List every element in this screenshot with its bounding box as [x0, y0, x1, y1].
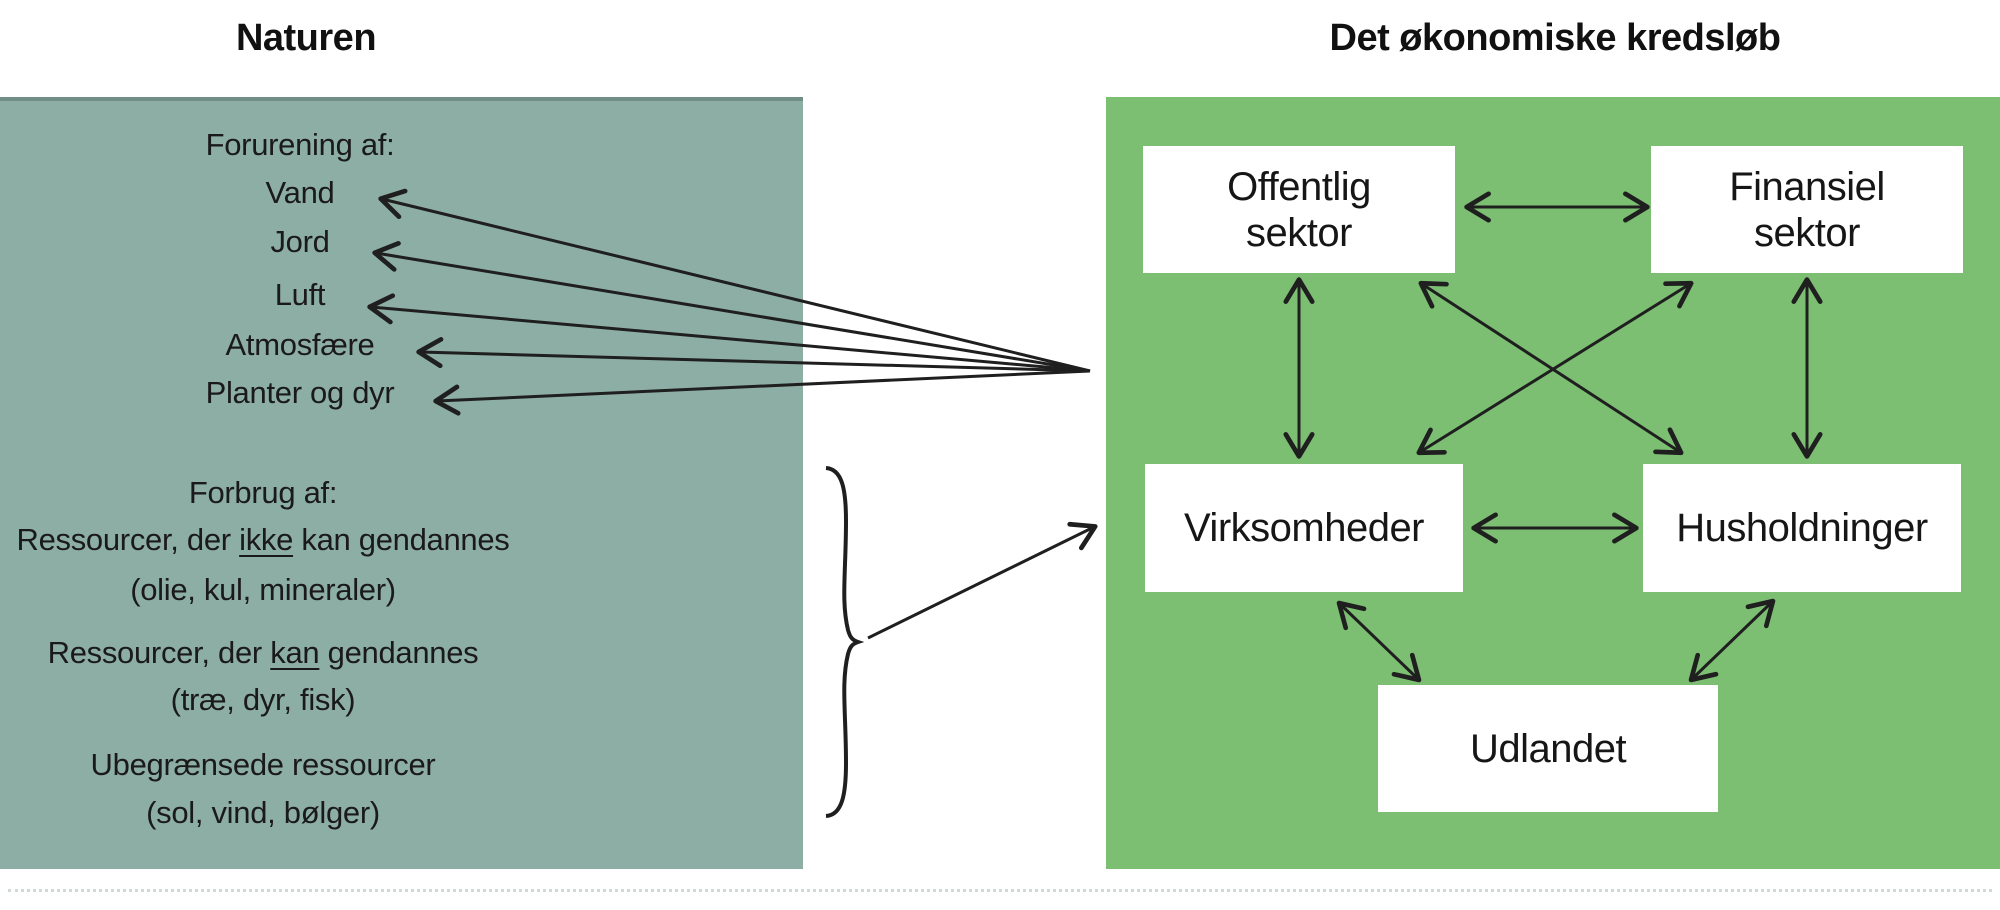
consumption-unlimited: Ubegrænsede ressourcer: [90, 747, 436, 782]
consumption-renewable: Ressourcer, der kan gendannes: [0, 629, 526, 677]
consumption-brace: [825, 466, 865, 818]
box-husholdninger: Husholdninger: [1643, 464, 1961, 592]
pollution-item-luft: Luft: [274, 277, 326, 312]
box-virksomheder-label: Virksomheder: [1183, 506, 1425, 550]
consumption-renewable-post: gendannes: [319, 635, 479, 670]
consumption-renewable-underlined: kan: [270, 635, 320, 670]
box-offentlig-sektor-line1: Offentlig: [1227, 164, 1371, 209]
consumption-unlimited-examples: (sol, vind, bølger): [146, 795, 380, 830]
consumption-nonrenewable-examples: (olie, kul, mineraler): [130, 572, 396, 607]
consumption-nonrenewable-underlined: ikke: [239, 522, 294, 557]
box-finansiel-sektor-line1: Finansiel: [1729, 164, 1885, 209]
left-panel-title: Naturen: [235, 17, 377, 59]
box-udlandet-label: Udlandet: [1469, 726, 1627, 771]
box-husholdninger-label: Husholdninger: [1676, 506, 1928, 550]
pollution-item-jord: Jord: [270, 224, 330, 259]
consumption-renewable-pre: Ressourcer, der: [47, 635, 271, 670]
box-finansiel-sektor-line2: sektor: [1754, 210, 1860, 255]
box-virksomheder: Virksomheder: [1145, 464, 1463, 592]
pollution-heading: Forurening af:: [205, 127, 395, 162]
right-panel-title: Det økonomiske kredsløb: [1329, 17, 1781, 59]
box-offentlig-sektor-line2: sektor: [1246, 210, 1352, 255]
pollution-item-planter-og-dyr: Planter og dyr: [205, 375, 395, 410]
consumption-nonrenewable-post: kan gendannes: [293, 522, 510, 557]
consumption-renewable-examples: (træ, dyr, fisk): [170, 682, 356, 717]
box-udlandet: Udlandet: [1378, 685, 1718, 812]
consumption-heading: Forbrug af:: [188, 475, 338, 510]
consumption-nonrenewable: Ressourcer, der ikke kan gendannes: [0, 516, 526, 564]
nature-panel-top-edge: [0, 97, 803, 101]
pollution-item-vand: Vand: [265, 175, 335, 210]
bottom-dotted-line: [8, 889, 1992, 892]
pollution-item-atmosfaere: Atmosfære: [225, 327, 375, 362]
consumption-nonrenewable-pre: Ressourcer, der: [16, 522, 240, 557]
consumption-arrow: [867, 521, 1098, 640]
box-offentlig-sektor: Offentlig sektor: [1143, 146, 1455, 273]
box-finansiel-sektor: Finansiel sektor: [1651, 146, 1963, 273]
